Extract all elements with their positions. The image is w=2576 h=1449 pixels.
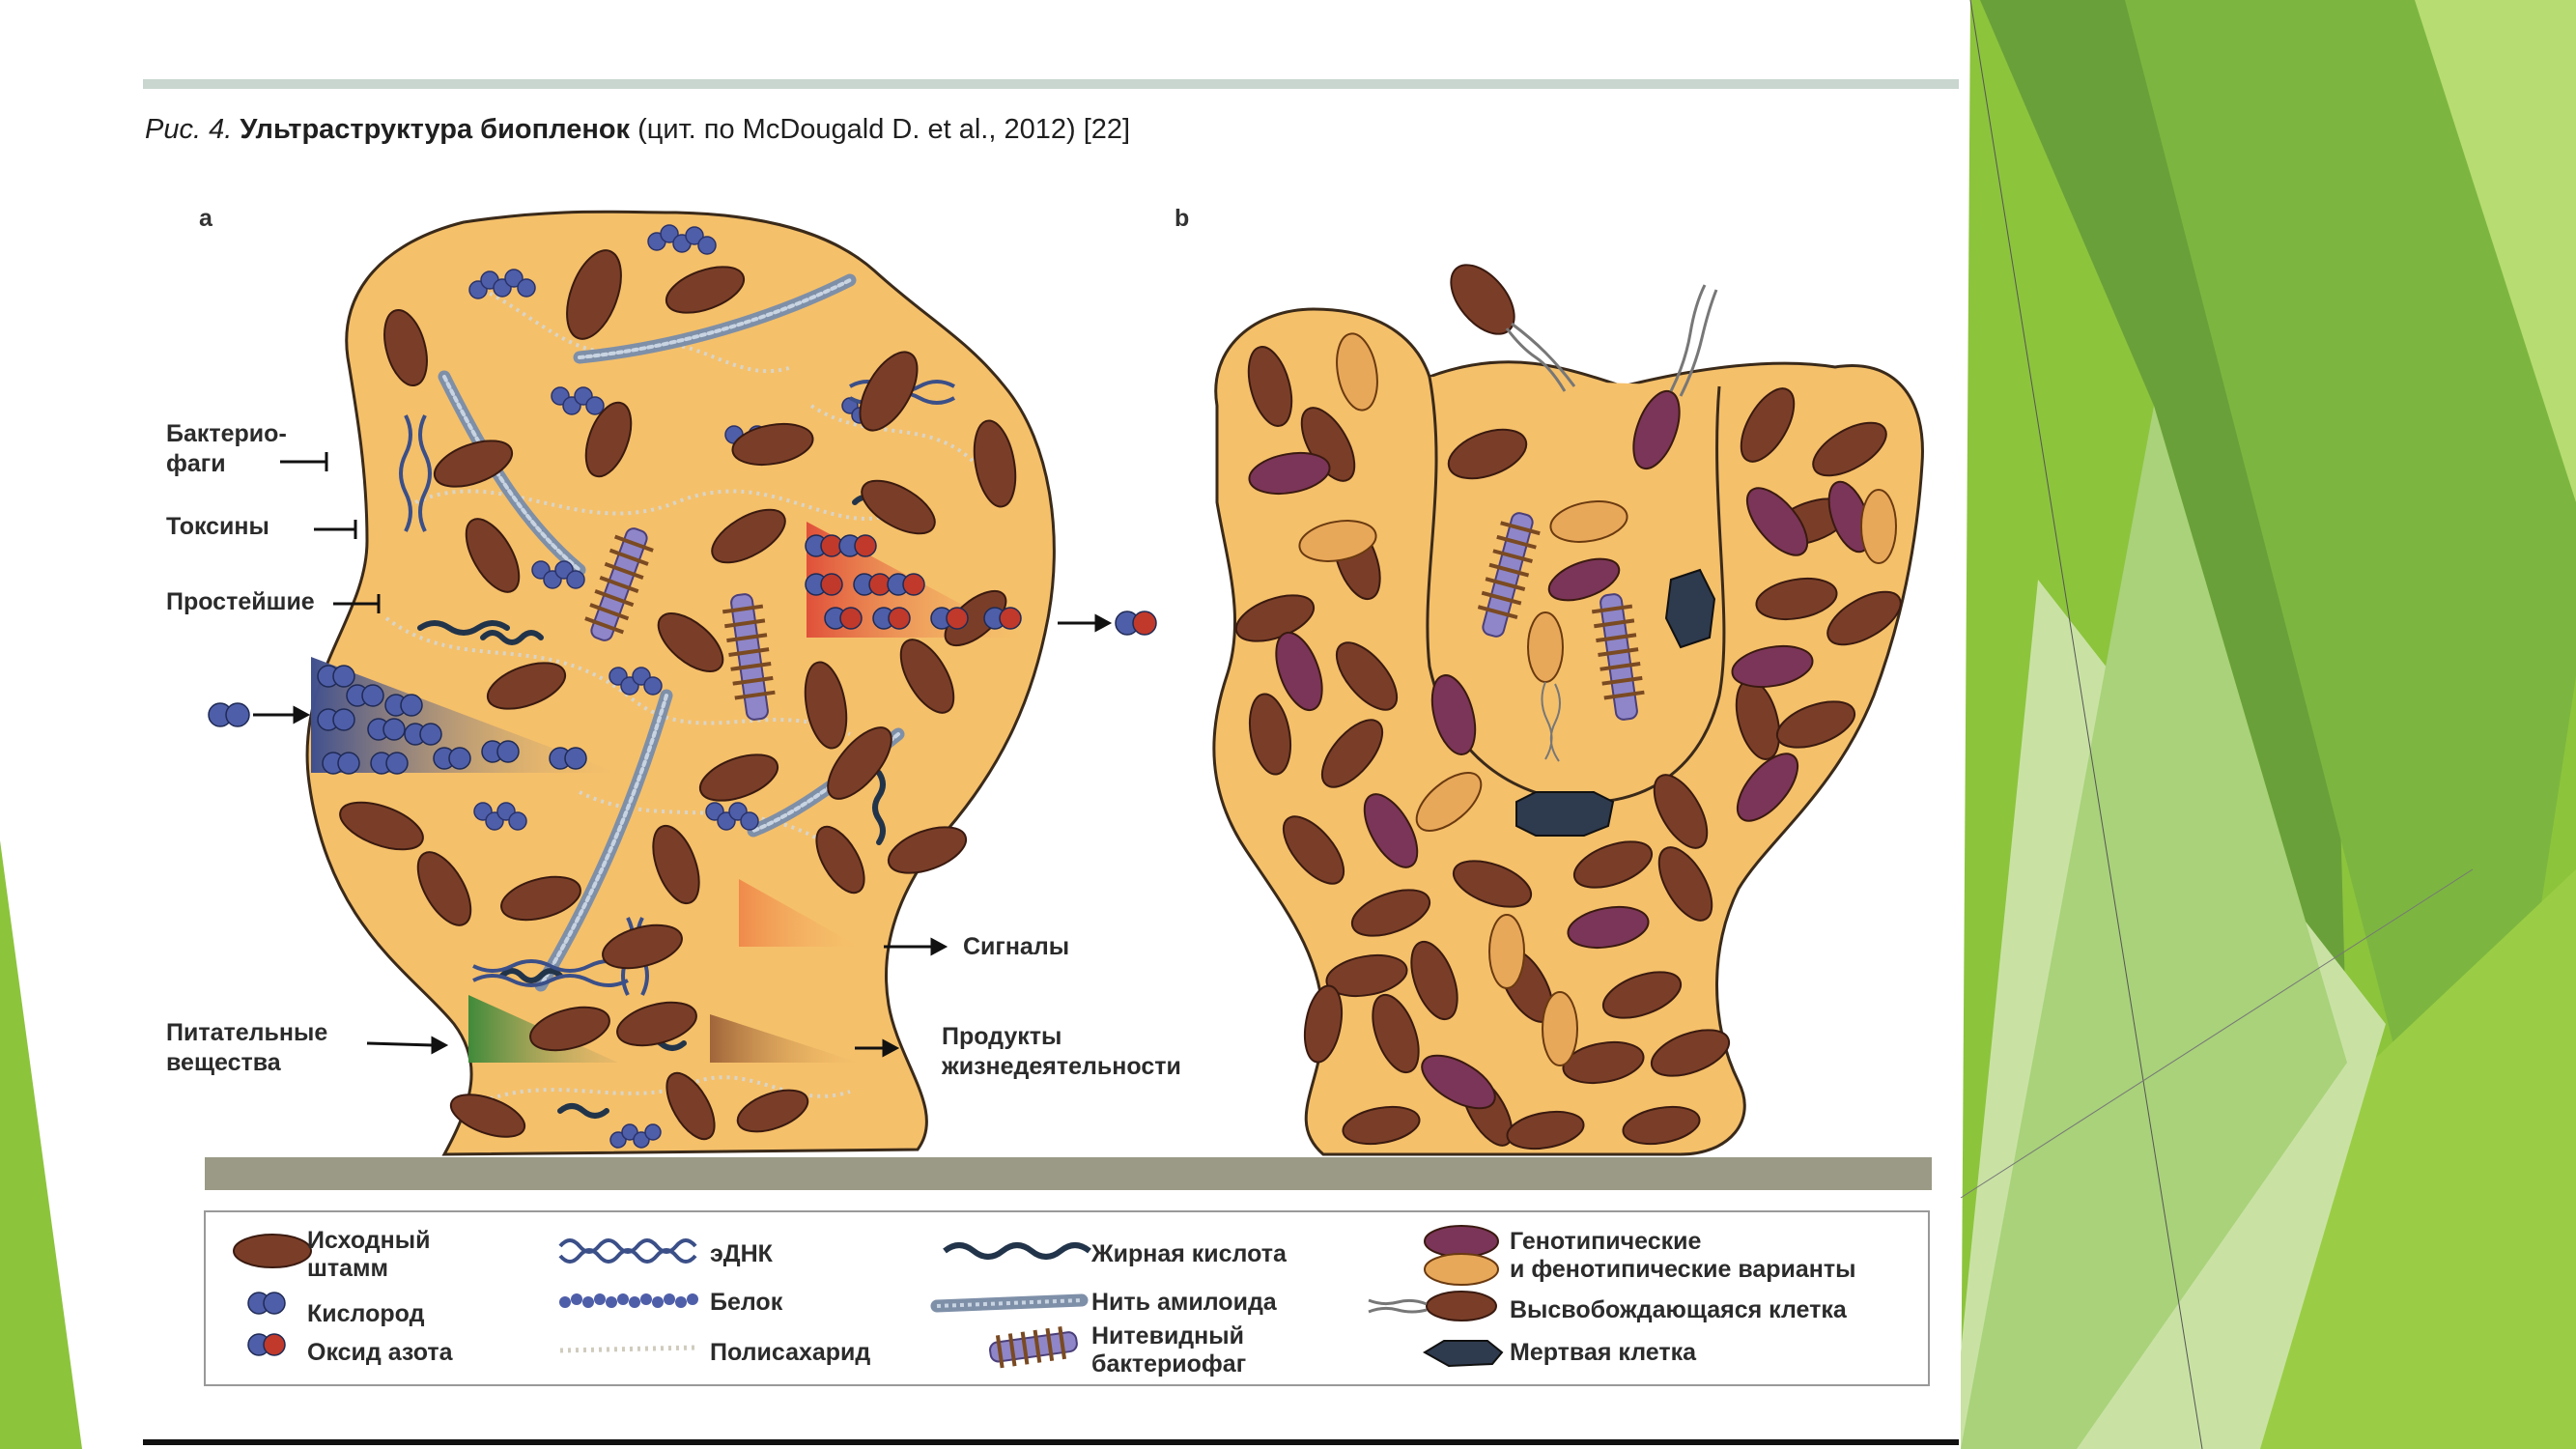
label-products-line1: Продукты [942,1023,1062,1050]
panel-label-b: b [1175,205,1190,232]
slide-decoration-right [1960,0,2576,1449]
biofilm-b [1212,264,1924,1156]
legend-released-cell: Высвобождающаяся клетка [1510,1296,1847,1323]
signals-gradient [739,879,860,947]
figure-bottom-rule [143,1439,1959,1445]
legend-released-cell-icon [1368,1291,1497,1321]
caption-source: (цит. по McDougald D. et al., 2012) [22] [637,114,1131,145]
legend-dead-cell-icon [1423,1340,1504,1368]
legend-original-strain-line1: Исходный [307,1227,431,1254]
label-bacteriophages: Бактерио- фаги [166,419,287,479]
phage-b1 [1477,512,1541,638]
legend-edna: эДНК [710,1240,773,1267]
legend-dead-cell: Мертвая клетка [1510,1339,1696,1366]
legend-variants-line1: Генотипические [1510,1228,1702,1255]
legend-oxygen-icon [247,1292,286,1315]
legend-amyloid: Нить амилоида [1091,1289,1277,1316]
caption-title: Ультраструктура биопленок [240,114,631,145]
caption-number: Рис. 4. [145,114,233,145]
legend-original-strain-line2: штамм [307,1255,388,1282]
label-products-line2: жизнедеятельности [942,1053,1181,1080]
legend-protein: Белок [710,1289,783,1316]
released-cell-1 [1450,264,1576,392]
caption-rule [143,79,1959,89]
figure-caption: Рис. 4. Ультраструктура биопленок (цит. … [145,114,1130,146]
legend-amyloid-icon [930,1293,1089,1313]
substratum [205,1157,1932,1190]
label-products: Продукты жизнедеятельности [942,1022,1181,1082]
oxygen-gradient [311,657,618,773]
panel-label-a: a [199,205,212,232]
legend-original-strain: Исходный штамм [307,1227,430,1283]
label-nutrients-line2: вещества [166,1049,281,1076]
legend-fatty-acid-icon [943,1242,1091,1260]
legend-variants-line2: и фенотипические варианты [1510,1256,1856,1283]
biofilm-a [208,210,1157,1156]
legend-oxygen: Кислород [307,1300,425,1327]
slide-decoration-left [0,840,82,1449]
phage-b2 [1591,593,1645,721]
legend-filamentous-phage: Нитевидный бактериофаг [1091,1322,1246,1378]
label-nutrients: Питательные вещества [166,1018,327,1078]
legend-box [204,1210,1930,1386]
legend-nitric-oxide: Оксид азота [307,1339,453,1366]
nitric-oxide-outgoing [1115,611,1157,636]
legend-polysaccharide: Полисахарид [710,1339,871,1366]
legend-variant-orange-icon [1424,1253,1499,1286]
label-bacteriophages-line1: Бактерио- [166,420,287,447]
legend-original-strain-icon [233,1234,312,1268]
label-signals: Сигналы [963,933,1070,960]
products-gradient [710,1014,860,1063]
legend-filamentous-phage-line2: бактериофаг [1091,1350,1247,1378]
phage-a1 [584,527,654,641]
label-toxins: Токсины [166,513,269,540]
legend-edna-icon [558,1238,697,1264]
dead-cell-2 [1515,791,1615,837]
label-bacteriophages-line2: фаги [166,450,226,477]
legend-filamentous-phage-line1: Нитевидный [1091,1322,1244,1350]
label-protozoa: Простейшие [166,588,315,615]
legend-protein-icon [559,1293,698,1308]
legend-fatty-acid: Жирная кислота [1091,1240,1287,1267]
legend-nitric-oxide-icon [247,1333,286,1356]
phage-a2 [722,593,776,721]
label-nutrients-line1: Питательные [166,1019,328,1046]
legend-filamentous-phage-icon [989,1326,1078,1369]
released-cell-2 [1632,284,1718,470]
dead-cell-1 [1664,568,1716,649]
legend-variants: Генотипические и фенотипические варианты [1510,1228,1856,1284]
legend-variant-purple-icon [1424,1225,1499,1258]
